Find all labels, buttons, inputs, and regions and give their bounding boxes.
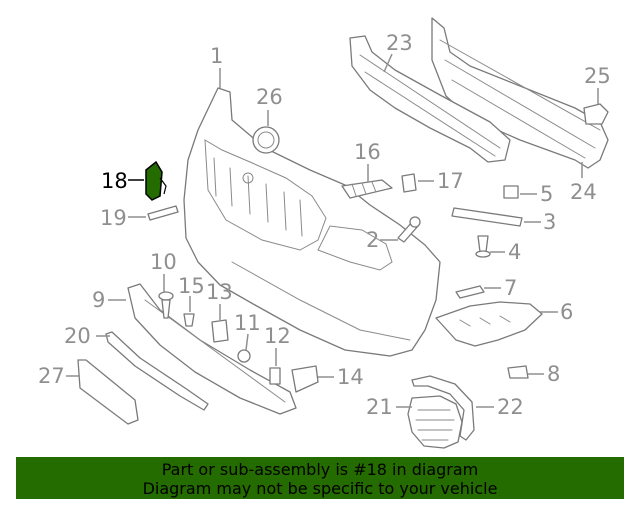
callout-9: 9 xyxy=(92,288,105,312)
callout-11: 11 xyxy=(234,311,261,335)
callout-4: 4 xyxy=(508,240,521,264)
part-10-screw[interactable] xyxy=(158,291,174,319)
callout-15: 15 xyxy=(178,274,205,298)
part-16-grille-insert[interactable] xyxy=(341,179,393,199)
callout-2: 2 xyxy=(366,228,379,252)
callout-5: 5 xyxy=(540,182,553,206)
callout-25: 25 xyxy=(584,64,611,88)
part-1-bumper-cover[interactable] xyxy=(183,87,441,357)
banner-line-1: Part or sub-assembly is #18 in diagram xyxy=(161,460,479,479)
callout-17: 17 xyxy=(437,169,464,193)
part-27-plate-bracket[interactable] xyxy=(77,359,139,425)
part-5-retainer[interactable] xyxy=(503,185,519,199)
part-15-clip[interactable] xyxy=(183,313,195,327)
part-13-bracket[interactable] xyxy=(211,319,229,343)
callout-8: 8 xyxy=(547,362,560,386)
callout-18: 18 xyxy=(101,169,128,193)
part-6-side-bracket[interactable] xyxy=(435,301,543,347)
callout-3: 3 xyxy=(543,210,556,234)
leader-11 xyxy=(245,333,249,351)
part-7-fastener[interactable] xyxy=(455,285,485,299)
part-14-bracket[interactable] xyxy=(291,365,319,393)
callout-12: 12 xyxy=(264,324,291,348)
part-24-reinforcement-bar[interactable] xyxy=(431,17,609,169)
banner-line-2: Diagram may not be specific to your vehi… xyxy=(142,479,498,498)
part-17-clip[interactable] xyxy=(401,173,417,193)
callout-16: 16 xyxy=(354,140,381,164)
callout-24: 24 xyxy=(570,180,597,204)
part-12-clip[interactable] xyxy=(269,367,281,385)
callout-1: 1 xyxy=(210,44,223,68)
callout-13: 13 xyxy=(206,280,233,304)
part-25-bracket[interactable] xyxy=(583,103,609,125)
part-26-emblem[interactable] xyxy=(252,126,280,154)
callout-20: 20 xyxy=(64,324,91,348)
part-19-bracket[interactable] xyxy=(147,205,179,221)
part-2-bolt[interactable] xyxy=(397,216,421,243)
part-3-strip[interactable] xyxy=(451,207,523,227)
part-18-highlighted[interactable] xyxy=(145,160,167,201)
callout-19: 19 xyxy=(100,206,127,230)
info-banner: Part or sub-assembly is #18 in diagram D… xyxy=(16,457,624,499)
callout-21: 21 xyxy=(366,395,393,419)
part-23-energy-absorber[interactable] xyxy=(349,35,511,163)
callout-14: 14 xyxy=(337,365,364,389)
part-22-trim-ring[interactable] xyxy=(411,375,475,441)
part-8-clip[interactable] xyxy=(507,365,529,379)
callout-6: 6 xyxy=(560,300,573,324)
callout-26: 26 xyxy=(256,85,283,109)
part-20-lower-strip[interactable] xyxy=(105,331,209,411)
callout-27: 27 xyxy=(38,364,65,388)
part-4-screw[interactable] xyxy=(475,235,491,258)
callout-7: 7 xyxy=(504,276,517,300)
callout-22: 22 xyxy=(497,395,524,419)
part-11-grommet[interactable] xyxy=(237,349,251,363)
part-21-fog-grille[interactable] xyxy=(407,395,463,449)
leader-23 xyxy=(383,53,393,73)
callout-10: 10 xyxy=(150,250,177,274)
callout-23: 23 xyxy=(386,31,413,55)
